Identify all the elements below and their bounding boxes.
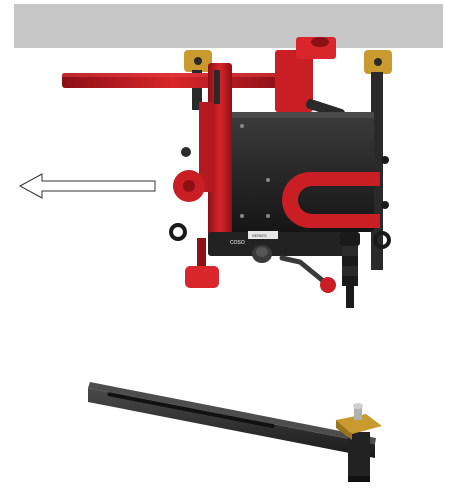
crank-ball	[320, 277, 336, 293]
red-top-block	[275, 50, 313, 112]
plate-text: SERIES	[252, 233, 267, 238]
ceiling-beam	[14, 4, 443, 48]
rail-clamp	[336, 414, 382, 434]
machine-illustration: COSO SERIES	[62, 37, 392, 308]
rail-slot	[107, 392, 275, 429]
left-hanger	[192, 70, 202, 110]
red-column	[208, 63, 232, 243]
machine-body	[228, 112, 374, 232]
brand-mark: COSO	[230, 240, 245, 246]
left-ring	[169, 223, 187, 241]
crank-arm	[279, 255, 325, 283]
cable-connector	[340, 232, 360, 308]
right-ring	[373, 231, 391, 249]
clamp-bolt	[354, 406, 362, 420]
series-plate	[248, 231, 278, 239]
machine-base	[208, 232, 358, 256]
red-knob	[185, 266, 219, 288]
rail-leg	[348, 432, 370, 482]
arrow-left-icon	[18, 173, 156, 199]
red-u-guard	[282, 172, 380, 228]
accessory-illustration	[88, 382, 382, 482]
